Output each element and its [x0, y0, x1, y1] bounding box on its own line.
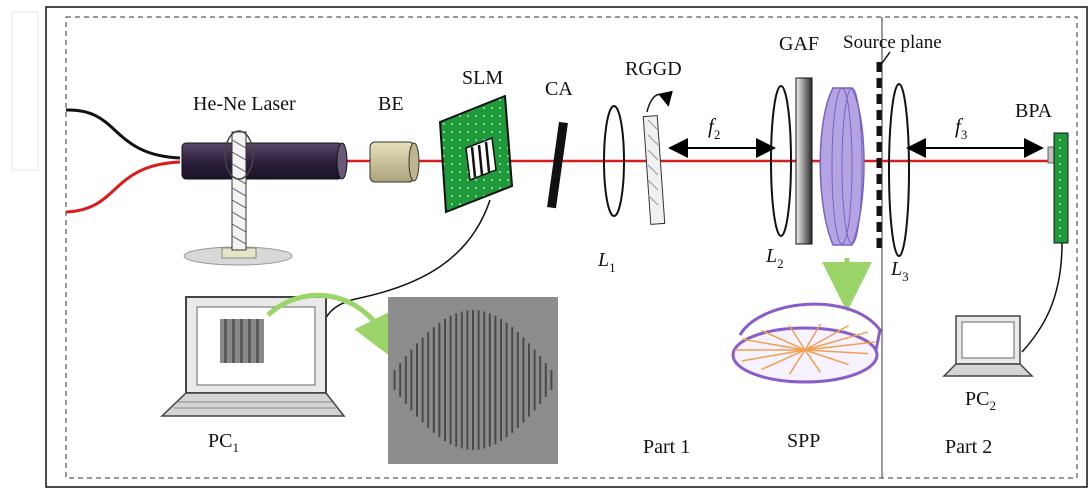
rggd-label: RGGD — [625, 58, 682, 80]
pc2-laptop — [942, 315, 1034, 377]
be-label: BE — [378, 93, 404, 115]
source-plane-label: Source plane — [843, 32, 942, 53]
inner-dashed-frame — [65, 16, 1078, 479]
pc1-label: PC1 — [208, 430, 239, 455]
spp-spoke — [804, 349, 849, 366]
spp-label: SPP — [787, 430, 820, 452]
spp-spoke — [804, 349, 869, 355]
hologram-pattern-image — [388, 297, 558, 464]
spp-spoke — [788, 349, 806, 375]
spp-spoke — [804, 324, 850, 351]
power-cable-red — [65, 160, 181, 214]
power-cable-black — [65, 108, 181, 160]
spp-spoke — [804, 349, 822, 374]
spp-spoke — [741, 349, 806, 362]
l2-label: L2 — [765, 245, 784, 271]
f3-label: f3 — [955, 114, 967, 142]
spp-spoke — [788, 325, 806, 351]
rggd-diffuser — [642, 90, 673, 225]
laser-label: He-Ne Laser — [193, 93, 296, 115]
spp-spiral-illustration — [731, 302, 882, 384]
lens-l3 — [888, 83, 910, 257]
part2-label: Part 2 — [945, 436, 992, 458]
bpa-detector — [1047, 132, 1069, 244]
bpa-label: BPA — [1015, 100, 1053, 122]
spp-spoke — [761, 349, 806, 371]
ca-label: CA — [545, 78, 573, 100]
he-ne-laser — [181, 130, 348, 266]
lens-l1 — [603, 105, 625, 217]
gaf-filter — [795, 77, 813, 245]
slm-label: SLM — [462, 67, 503, 89]
spp-plate — [819, 87, 865, 246]
source-plane-pointer — [879, 51, 891, 67]
l3-label: L3 — [890, 258, 909, 284]
slm-device — [438, 94, 514, 214]
outer-frame — [45, 6, 1088, 488]
gaf-label: GAF — [779, 33, 819, 55]
part1-label: Part 1 — [643, 436, 690, 458]
spp-spoke — [804, 323, 822, 351]
spp-spoke — [804, 341, 876, 351]
f2-label: f2 — [708, 114, 720, 142]
spp-spoke — [804, 331, 869, 351]
pc1-laptop — [160, 296, 346, 417]
beam-expander — [369, 141, 420, 183]
circular-aperture — [547, 121, 568, 209]
l1-label: L1 — [597, 249, 616, 275]
pc2-label: PC2 — [965, 388, 996, 413]
lens-l2 — [770, 85, 792, 237]
bpa-pc2-cable — [1021, 242, 1063, 353]
spp-spoke — [741, 338, 806, 351]
page-edge-artifact — [11, 11, 39, 171]
hologram-arrow — [266, 292, 399, 363]
spp-spoke — [761, 329, 806, 351]
